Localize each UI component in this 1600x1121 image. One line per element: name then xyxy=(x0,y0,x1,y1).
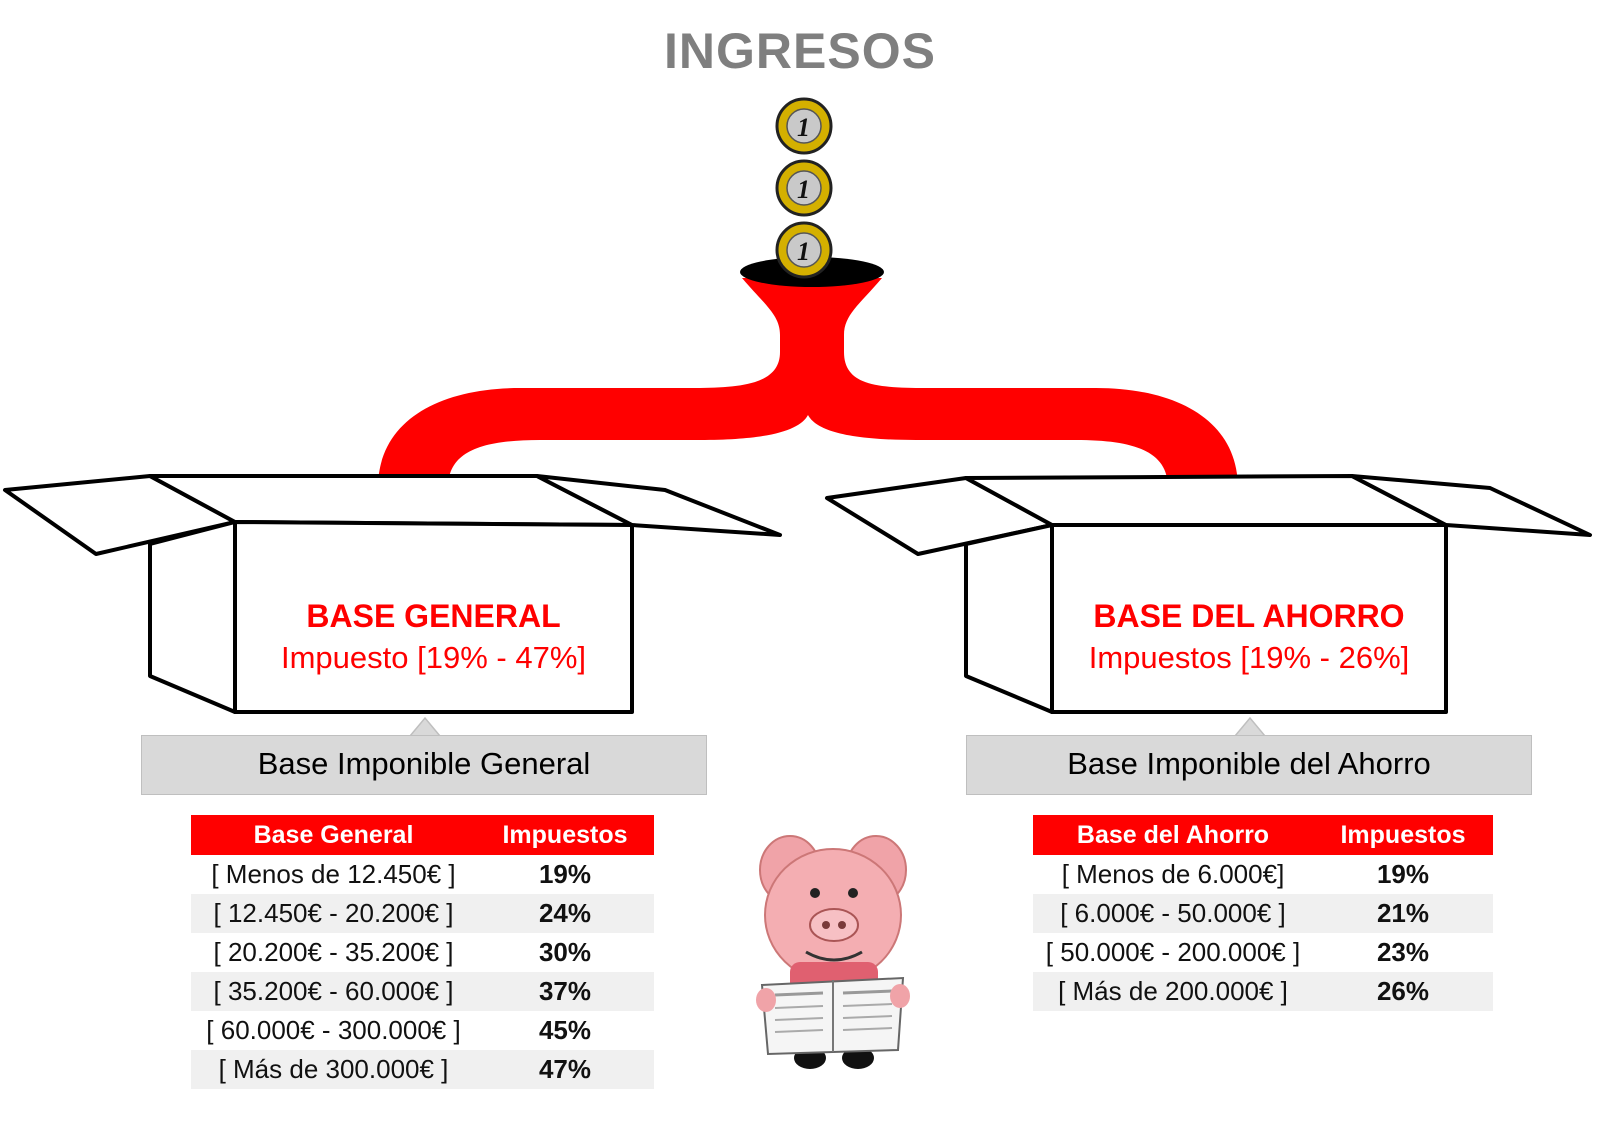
column-header: Impuestos xyxy=(476,815,654,855)
svg-text:1: 1 xyxy=(797,113,810,142)
table-row: [ Más de 200.000€ ]26% xyxy=(1033,972,1493,1011)
bracket-cell: [ Más de 200.000€ ] xyxy=(1033,972,1313,1011)
rate-cell: 47% xyxy=(476,1050,654,1089)
base-general-subtitle: Impuesto [19% - 47%] xyxy=(281,640,586,675)
table-header-row: Base del Ahorro Impuestos xyxy=(1033,815,1493,855)
general-rates-table: Base General Impuestos [ Menos de 12.450… xyxy=(191,815,654,1089)
table-row: [ 20.200€ - 35.200€ ] 30% xyxy=(191,933,654,972)
svg-text:1: 1 xyxy=(797,175,810,204)
funnel-pipe xyxy=(377,257,1239,497)
base-ahorro-title: BASE DEL AHORRO xyxy=(1093,598,1405,634)
base-ahorro-subtitle: Impuestos [19% - 26%] xyxy=(1088,640,1410,675)
euro-coin-icon: 1 xyxy=(775,159,833,217)
rate-cell: 19% xyxy=(538,859,592,889)
table-row: [ Más de 300.000€ ]47% xyxy=(191,1050,654,1089)
rate-cell: 37% xyxy=(476,972,654,1011)
column-header: Impuestos xyxy=(1313,815,1493,855)
bracket-cell: [ 6.000€ - 50.000€ ] xyxy=(1033,894,1313,933)
rate-cell: 21% xyxy=(1313,894,1493,933)
base-imponible-ahorro-callout: Base Imponible del Ahorro xyxy=(966,735,1532,795)
table-row: [ Menos de 12.450€ ] 19% xyxy=(191,855,654,894)
table-row: [ 35.200€ - 60.000€ ]37% xyxy=(191,972,654,1011)
rate-cell: 23% xyxy=(1376,937,1430,967)
table-row: [ 50.000€ - 200.000€ ] 23% xyxy=(1033,933,1493,972)
table-header-row: Base General Impuestos xyxy=(191,815,654,855)
pig-reading-newspaper-icon xyxy=(756,835,910,1069)
box-icon xyxy=(3,474,782,714)
bracket-cell: [ 60.000€ - 300.000€ ] xyxy=(206,1015,461,1045)
euro-coin-icon: 1 xyxy=(775,97,833,155)
rate-cell: 45% xyxy=(538,1015,592,1045)
bracket-cell: [ 12.450€ - 20.200€ ] xyxy=(191,894,476,933)
table-row: [ 6.000€ - 50.000€ ]21% xyxy=(1033,894,1493,933)
bracket-cell: [ 20.200€ - 35.200€ ] xyxy=(213,937,454,967)
page-title: INGRESOS xyxy=(664,23,936,79)
rate-cell: 19% xyxy=(1376,859,1430,889)
bracket-cell: [ Más de 300.000€ ] xyxy=(191,1050,476,1089)
box-icon xyxy=(825,474,1592,714)
table-row: [ Menos de 6.000€] 19% xyxy=(1033,855,1493,894)
rate-cell: 24% xyxy=(476,894,654,933)
column-header: Base del Ahorro xyxy=(1033,815,1313,855)
bracket-cell: [ Menos de 12.450€ ] xyxy=(211,859,456,889)
table-row: [ 12.450€ - 20.200€ ]24% xyxy=(191,894,654,933)
bracket-cell: [ Menos de 6.000€] xyxy=(1061,859,1285,889)
rate-cell: 26% xyxy=(1313,972,1493,1011)
column-header: Base General xyxy=(191,815,476,855)
bracket-cell: [ 50.000€ - 200.000€ ] xyxy=(1045,937,1301,967)
table-row: [ 60.000€ - 300.000€ ] 45% xyxy=(191,1011,654,1050)
svg-text:1: 1 xyxy=(797,237,810,266)
euro-coin-icon: 1 xyxy=(775,221,833,279)
rate-cell: 30% xyxy=(538,937,592,967)
base-general-title: BASE GENERAL xyxy=(306,598,561,634)
base-imponible-general-callout: Base Imponible General xyxy=(141,735,707,795)
bracket-cell: [ 35.200€ - 60.000€ ] xyxy=(191,972,476,1011)
ahorro-rates-table: Base del Ahorro Impuestos [ Menos de 6.0… xyxy=(1033,815,1493,1011)
